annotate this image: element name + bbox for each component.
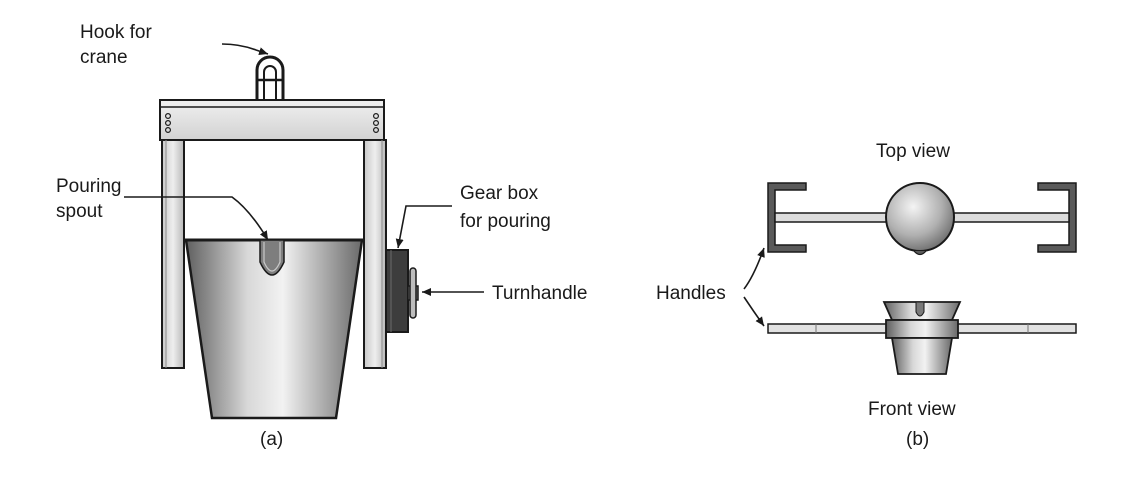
gearbox-label-line2: for pouring — [460, 211, 551, 232]
panel-a-caption: (a) — [260, 429, 283, 450]
panel-b-caption: (b) — [906, 429, 929, 450]
left-post — [161, 139, 185, 369]
turnhandle — [407, 267, 419, 319]
right-post — [363, 139, 387, 369]
turnhandle-label: Turnhandle — [492, 283, 587, 304]
gearbox-label-line1: Gear box — [460, 183, 539, 204]
top-view-label: Top view — [876, 141, 950, 162]
panel-b: Top view Front view Handles (b) — [656, 141, 1077, 450]
gearbox-leader — [395, 205, 452, 249]
top-view-ladle — [767, 182, 1077, 256]
gear-box — [385, 249, 409, 333]
spout-label-line1: Pouring — [56, 176, 122, 197]
ladle-bucket — [184, 238, 364, 420]
spout-label-line2: spout — [56, 201, 103, 222]
hook-label-line2: crane — [80, 47, 128, 68]
handles-label: Handles — [656, 283, 726, 304]
handles-leader-upper — [743, 247, 765, 290]
spout-leader — [124, 196, 269, 241]
panel-a: Hook for crane Pouring spout Gear box fo… — [56, 22, 587, 450]
crane-hook — [255, 55, 285, 106]
front-view-ladle — [767, 301, 1077, 375]
front-view-label: Front view — [868, 399, 956, 420]
handles-leader-lower — [743, 296, 765, 327]
hook-label-line1: Hook for — [80, 22, 152, 43]
hook-leader — [221, 43, 269, 55]
crossbar — [159, 99, 385, 141]
